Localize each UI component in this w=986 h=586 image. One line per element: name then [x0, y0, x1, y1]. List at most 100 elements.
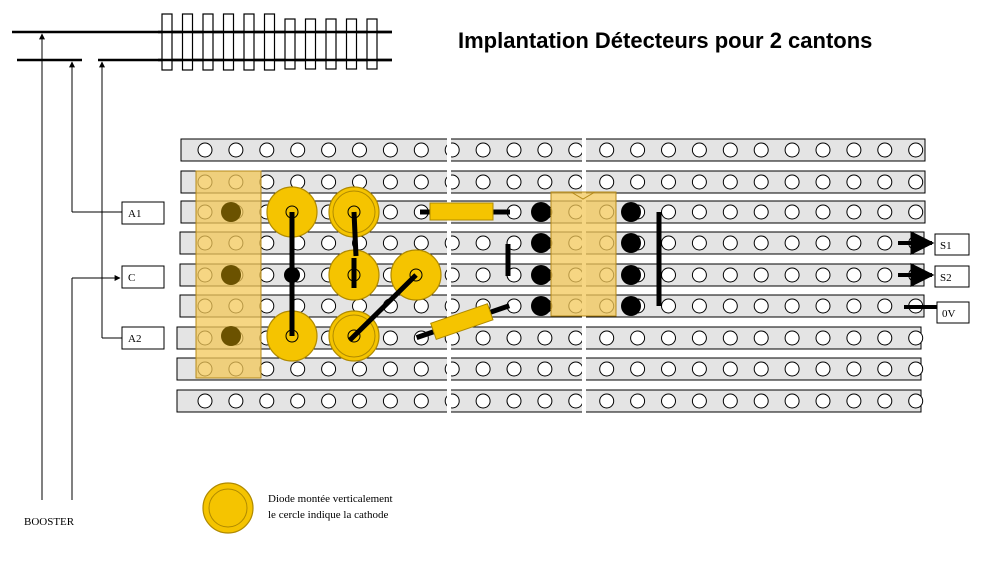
sleeper — [304, 18, 317, 70]
board-hole — [506, 393, 522, 409]
board-hole — [846, 361, 862, 377]
sleeper — [202, 13, 214, 71]
ov-label: 0V — [942, 308, 956, 320]
board-hole — [691, 174, 707, 190]
ic-pad-3 — [531, 265, 551, 285]
board-hole — [691, 298, 707, 314]
board-hole — [599, 174, 615, 190]
board-hole — [784, 393, 800, 409]
board-hole — [846, 298, 862, 314]
board-hole — [815, 330, 831, 346]
s2-box — [934, 265, 970, 288]
board-hole — [228, 393, 244, 409]
board-hole — [815, 267, 831, 283]
board-hole — [722, 393, 738, 409]
board-hole — [784, 235, 800, 251]
board-hole — [722, 298, 738, 314]
booster-label: BOOSTER — [24, 516, 75, 528]
sleeper — [243, 13, 255, 71]
board-hole — [321, 235, 337, 251]
wiring-leaders — [39, 33, 122, 500]
board-hole — [815, 393, 831, 409]
board-hole — [815, 174, 831, 190]
board-hole — [568, 142, 584, 158]
board-hole — [382, 174, 398, 190]
a2-label: A2 — [128, 333, 141, 345]
board-hole — [691, 142, 707, 158]
board-hole — [908, 174, 924, 190]
board-hole — [877, 235, 893, 251]
wire-node — [284, 267, 300, 283]
board-hole — [661, 174, 676, 190]
board-hole — [506, 330, 522, 346]
board-hole — [382, 142, 398, 158]
board-hole — [259, 267, 275, 283]
board-hole — [537, 142, 553, 158]
board-hole — [815, 204, 831, 220]
board-hole — [846, 174, 862, 190]
input-labels: A1 C A2 BOOSTER — [24, 201, 165, 528]
board-hole — [877, 142, 893, 158]
ic-notch — [570, 191, 596, 200]
board-hole — [753, 235, 769, 251]
board-hole — [259, 174, 275, 190]
board-hole — [908, 142, 924, 158]
sleeper — [181, 13, 194, 71]
board-hole — [722, 330, 738, 346]
board-hole — [413, 298, 429, 314]
board-hole — [321, 142, 337, 158]
board-hole — [784, 267, 800, 283]
board-hole — [753, 298, 769, 314]
board-hole — [475, 235, 491, 251]
board-hole — [506, 361, 522, 377]
board-hole — [537, 174, 553, 190]
board-hole — [321, 298, 337, 314]
components — [195, 170, 662, 379]
board-hole — [259, 142, 275, 158]
board-hole — [599, 330, 615, 346]
board-hole — [475, 393, 491, 409]
ic-pad-7 — [621, 265, 641, 285]
a2-box — [121, 326, 165, 350]
board-hole — [691, 235, 707, 251]
board-hole — [846, 393, 862, 409]
board-hole — [908, 393, 924, 409]
ic-pad-1 — [531, 202, 551, 222]
board-hole — [537, 393, 553, 409]
legend-cathode-ring — [208, 488, 248, 528]
board-hole — [352, 361, 367, 377]
board-hole — [599, 142, 615, 158]
board-hole — [475, 174, 491, 190]
board-hole — [784, 330, 800, 346]
board-hole — [877, 267, 893, 283]
board-hole — [815, 235, 831, 251]
board-hole — [413, 361, 429, 377]
board-hole — [877, 204, 893, 220]
board-hole — [475, 267, 491, 283]
board-hole — [290, 361, 306, 377]
sleeper — [263, 13, 276, 71]
board-hole — [661, 393, 676, 409]
board-hole — [290, 393, 306, 409]
board-hole — [753, 393, 769, 409]
sleeper — [161, 13, 173, 71]
board-hole — [382, 330, 398, 346]
board-hole — [815, 361, 831, 377]
board-hole — [661, 330, 676, 346]
board-hole — [753, 267, 769, 283]
board-hole — [877, 298, 893, 314]
legend: Diode montée verticalement le cercle ind… — [202, 482, 393, 534]
board-hole — [228, 142, 244, 158]
board-hole — [630, 361, 646, 377]
ic-pad-2 — [531, 233, 551, 253]
board-hole — [753, 174, 769, 190]
solder-pad-c — [221, 265, 241, 285]
s1-label: S1 — [940, 240, 952, 252]
outputs: S1 S2 0V — [898, 231, 970, 324]
solder-pad-a2 — [221, 326, 241, 346]
legend-diode-icon — [202, 482, 254, 534]
board-hole — [691, 361, 707, 377]
board-hole — [413, 235, 429, 251]
board-hole — [413, 393, 429, 409]
